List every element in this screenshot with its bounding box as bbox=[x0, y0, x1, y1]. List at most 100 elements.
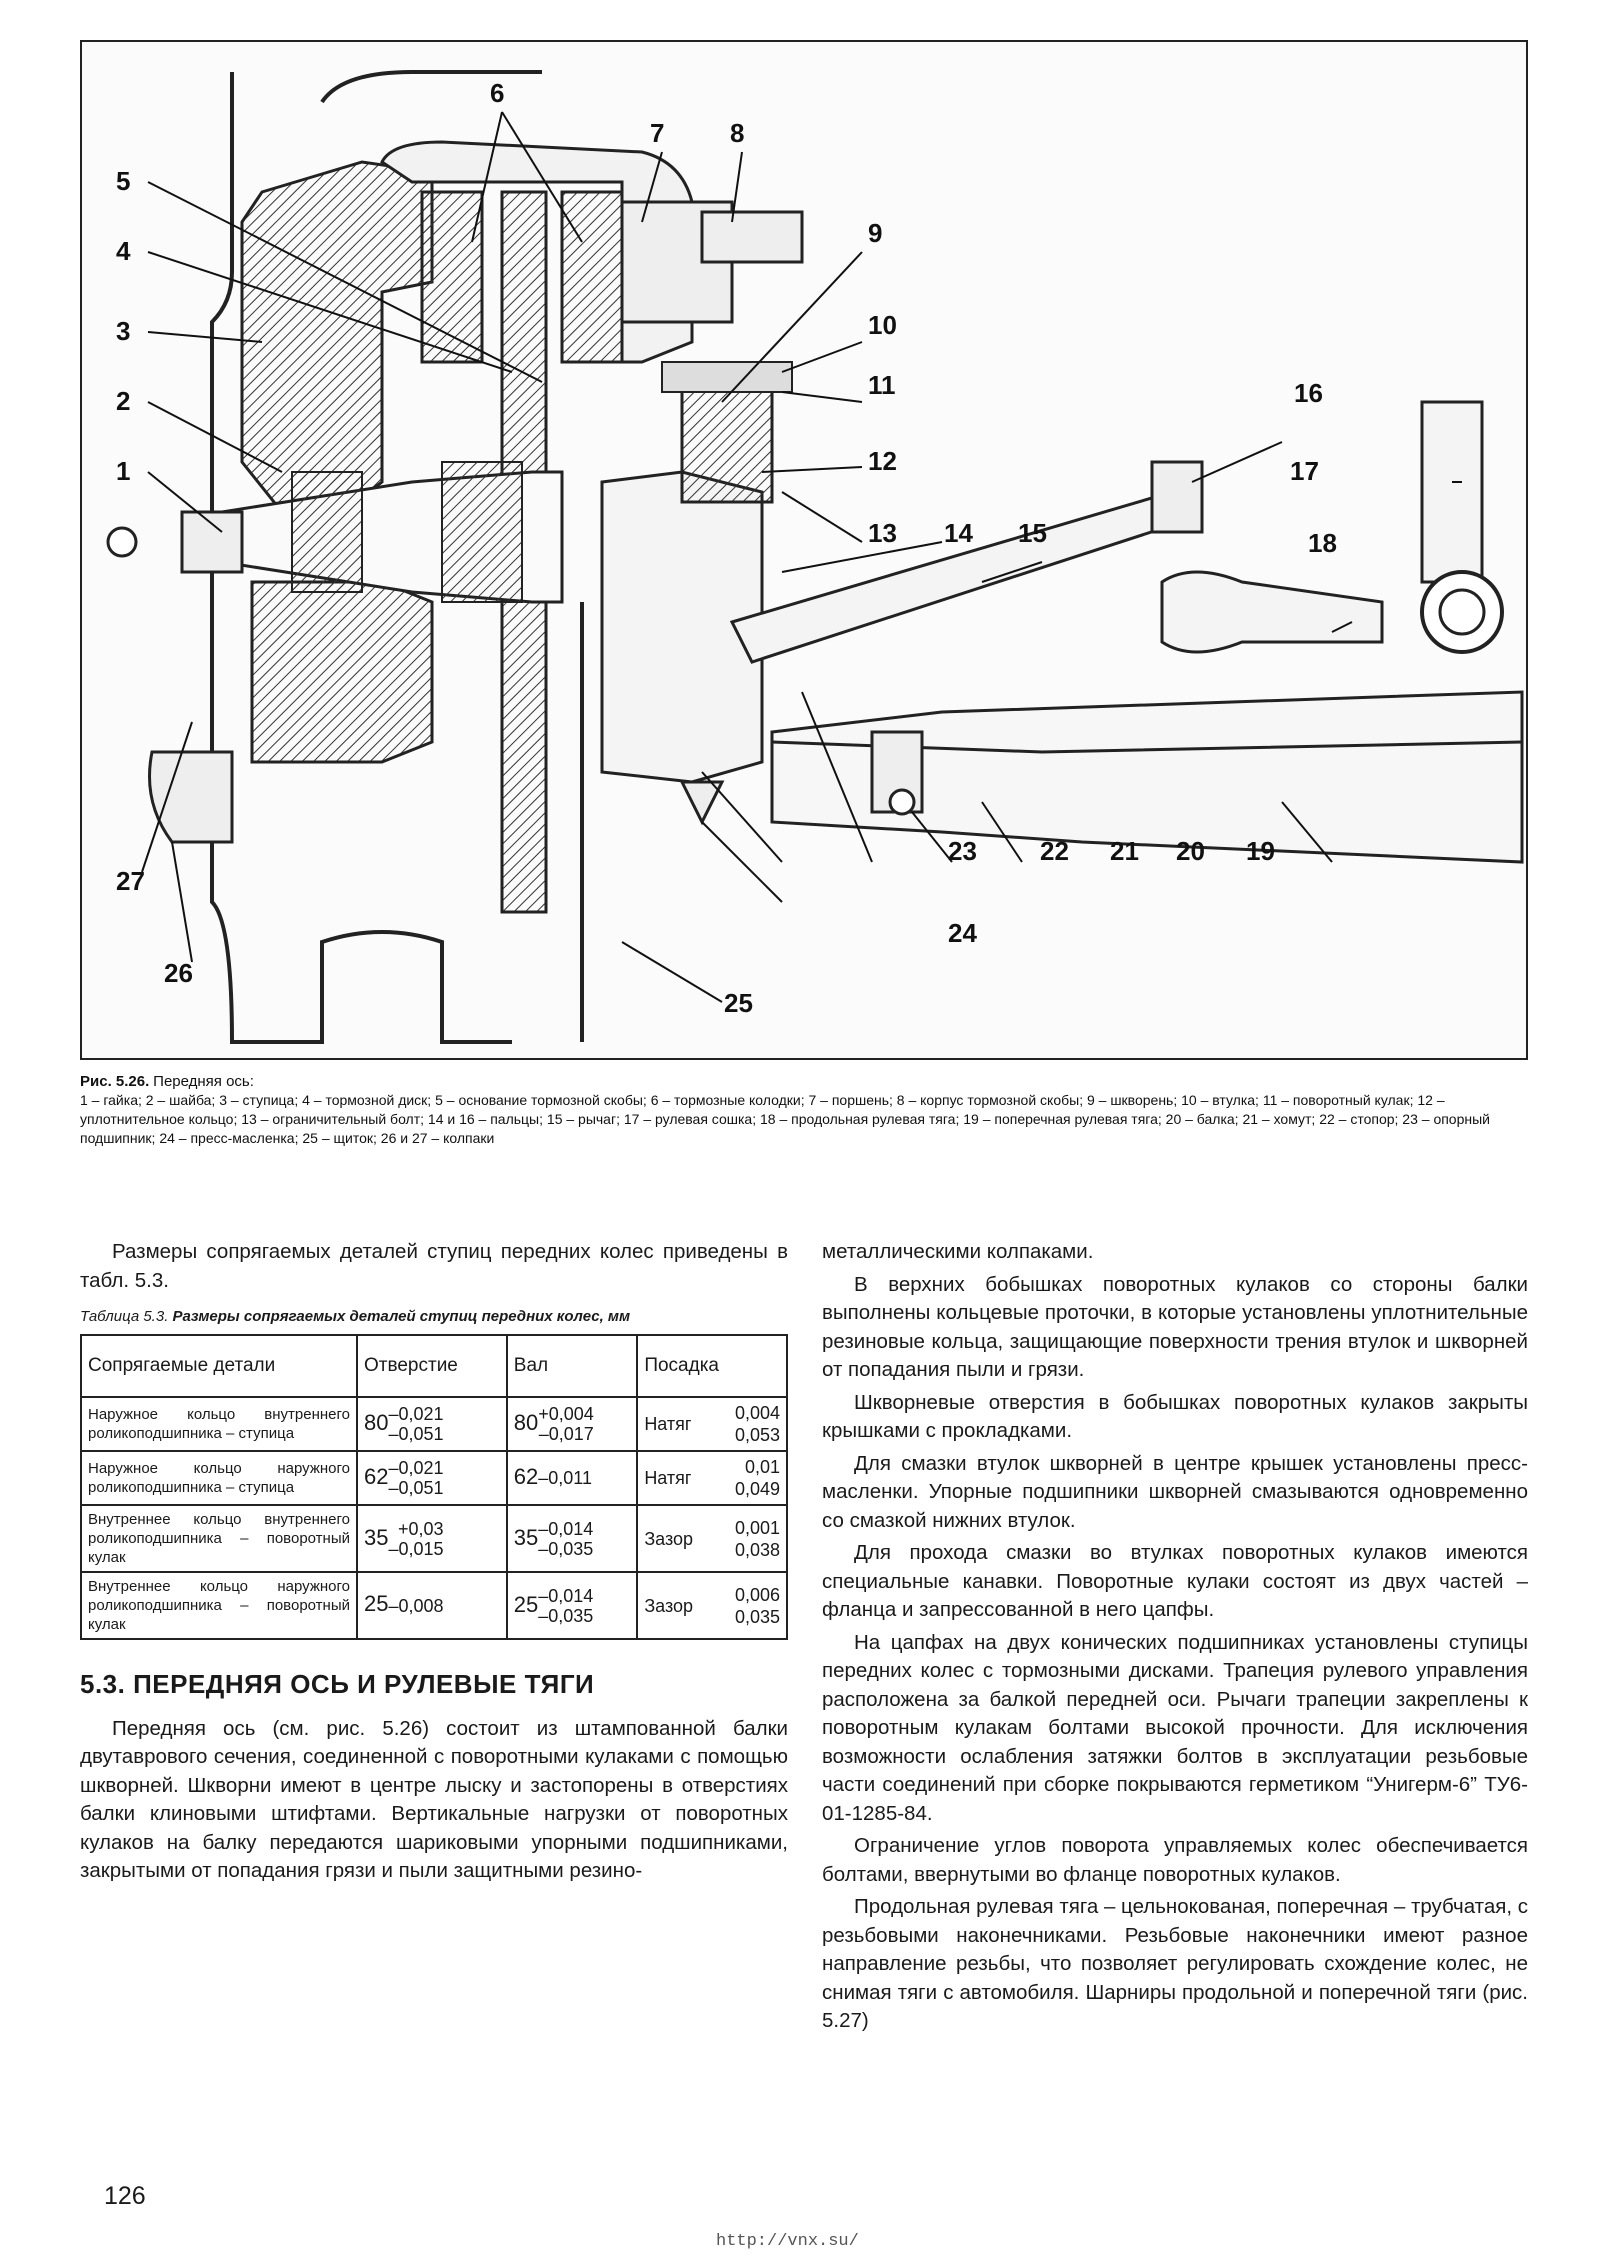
cell-shaft-tolerance: –0,014–0,035 bbox=[538, 1519, 593, 1559]
table-row: Внутреннее кольцо внутреннего роликоподш… bbox=[80, 1504, 788, 1573]
callout-23: 23 bbox=[948, 836, 977, 866]
figure-legend: 1 – гайка; 2 – шайба; 3 – ступица; 4 – т… bbox=[80, 1092, 1490, 1146]
cell-hole-nominal: 62 bbox=[364, 1463, 389, 1489]
drag-link bbox=[1160, 570, 1384, 654]
header-fit: Посадка bbox=[636, 1334, 788, 1398]
callout-19: 19 bbox=[1246, 836, 1275, 866]
cell-shaft-nominal: 25 bbox=[513, 1591, 539, 1617]
cell-hole: 35+0,03–0,015 bbox=[356, 1504, 508, 1573]
cell-hole-upper: +0,03 bbox=[398, 1518, 444, 1539]
cell-shaft-lower: –0,035 bbox=[538, 1538, 594, 1559]
cell-shaft: 25–0,014–0,035 bbox=[505, 1571, 639, 1640]
callout-26: 26 bbox=[164, 958, 193, 988]
callout-18: 18 bbox=[1308, 528, 1337, 558]
paragraph-3: Шкворневые отверстия в бобышках поворотн… bbox=[822, 1390, 1528, 1443]
cell-shaft-lower: –0,035 bbox=[538, 1605, 594, 1626]
callout-22: 22 bbox=[1040, 836, 1069, 866]
cell-shaft-nominal: 62 bbox=[513, 1463, 539, 1489]
pitman-arm bbox=[1420, 400, 1484, 584]
header-parts: Сопрягаемые детали bbox=[80, 1334, 358, 1398]
cell-shaft: 35–0,014–0,035 bbox=[505, 1504, 639, 1573]
cell-shaft-upper: –0,014 bbox=[538, 1585, 594, 1606]
callout-27: 27 bbox=[116, 866, 145, 896]
table-caption: Таблица 5.3. Размеры сопрягаемых деталей… bbox=[80, 1307, 788, 1326]
dimensions-table: Сопрягаемые детали Отверстие Вал Посадка… bbox=[80, 1334, 788, 1640]
header-shaft: Вал bbox=[505, 1334, 639, 1398]
table-body: Наружное кольцо внутреннего роликоподшип… bbox=[80, 1396, 788, 1640]
callout-6: 6 bbox=[490, 78, 504, 108]
cell-shaft: 80+0,004–0,017 bbox=[505, 1396, 639, 1452]
cap-26 bbox=[148, 750, 234, 844]
cell-part: Внутреннее кольцо внутреннего роликоподш… bbox=[80, 1504, 358, 1573]
cell-hole-nominal: 25 bbox=[364, 1591, 389, 1617]
bearing-outer bbox=[291, 471, 363, 593]
cell-shaft-tolerance: +0,004–0,017 bbox=[538, 1404, 594, 1444]
fit-max: 0,035 bbox=[734, 1606, 780, 1627]
fit-min: 0,006 bbox=[734, 1584, 780, 1605]
callout-24: 24 bbox=[948, 918, 977, 948]
cell-shaft: 62–0,011 bbox=[505, 1450, 639, 1506]
right-column: металлическими колпаками. В верхних бобы… bbox=[822, 1238, 1528, 2040]
cell-hole-tolerance: +0,03–0,015 bbox=[388, 1519, 443, 1559]
table-header-row: Сопрягаемые детали Отверстие Вал Посадка bbox=[80, 1334, 788, 1398]
kingpin bbox=[680, 370, 774, 504]
ball-stud-16 bbox=[1150, 460, 1204, 534]
paragraph-1: металлическими колпаками. bbox=[822, 1240, 1094, 1263]
callout-5: 5 bbox=[116, 166, 130, 196]
brake-pad-outer bbox=[420, 190, 484, 364]
cell-hole-lower: –0,015 bbox=[388, 1538, 444, 1559]
callout-11: 11 bbox=[868, 370, 896, 400]
callout-2: 2 bbox=[116, 386, 130, 416]
callout-15: 15 bbox=[1018, 518, 1047, 548]
cell-shaft-tolerance: –0,011 bbox=[538, 1468, 592, 1488]
cell-part: Внутреннее кольцо наружного роликоподшип… bbox=[80, 1571, 358, 1640]
footer-url: http://vnx.su/ bbox=[716, 2232, 859, 2251]
page-number: 126 bbox=[104, 2182, 146, 2210]
fit-type: Зазор bbox=[644, 1595, 694, 1616]
cell-hole-lower: –0,051 bbox=[388, 1478, 444, 1498]
paragraph-5: Для прохода смазки во втулках поворотных… bbox=[822, 1541, 1528, 1621]
wheel-rim bbox=[210, 72, 512, 1044]
table-number: Таблица 5.3. bbox=[80, 1308, 169, 1325]
section-paragraph: Передняя ось (см. рис. 5.26) состоит из … bbox=[80, 1716, 788, 1883]
cell-part: Наружное кольцо внутреннего роликоподшип… bbox=[80, 1396, 358, 1452]
header-hole: Отверстие bbox=[356, 1334, 508, 1398]
fit-max: 0,038 bbox=[734, 1539, 780, 1560]
cell-hole-tolerance: –0,021–0,051 bbox=[388, 1458, 443, 1498]
fit-min: 0,004 bbox=[734, 1403, 780, 1423]
fit-max: 0,049 bbox=[734, 1479, 780, 1499]
paragraph-8: Продольная рулевая тяга – цельнокованая,… bbox=[822, 1895, 1528, 2032]
callout-7: 7 bbox=[650, 118, 664, 148]
cell-shaft-upper: –0,014 bbox=[538, 1518, 594, 1539]
cell-hole: 80–0,021–0,051 bbox=[356, 1396, 508, 1452]
fit-type: Натяг bbox=[644, 1414, 692, 1434]
cell-hole-nominal: 35 bbox=[364, 1524, 389, 1550]
cell-hole-nominal: 80 bbox=[364, 1409, 389, 1435]
front-axle-drawing: 1 2 3 4 5 6 7 8 9 10 11 12 13 14 15 16 1… bbox=[106, 70, 1524, 1044]
table-intro: Размеры сопрягаемых деталей ступиц перед… bbox=[80, 1240, 788, 1292]
caliper-fitting bbox=[700, 210, 804, 264]
fit-min: 0,001 bbox=[734, 1517, 780, 1538]
callout-1: 1 bbox=[116, 456, 130, 486]
left-column: Размеры сопрягаемых деталей ступиц перед… bbox=[80, 1238, 788, 1890]
table-row: Внутреннее кольцо наружного роликоподшип… bbox=[80, 1571, 788, 1640]
cell-part: Наружное кольцо наружного роликоподшипни… bbox=[80, 1450, 358, 1506]
callout-25: 25 bbox=[724, 988, 753, 1018]
fit-type: Зазор bbox=[644, 1528, 694, 1549]
paragraph-4: Для смазки втулок шкворней в центре крыш… bbox=[822, 1451, 1528, 1532]
cell-shaft-nominal: 80 bbox=[513, 1409, 539, 1435]
cell-hole-lower: –0,051 bbox=[388, 1424, 444, 1444]
callout-13: 13 bbox=[868, 518, 897, 548]
figure-front-axle: 1 2 3 4 5 6 7 8 9 10 11 12 13 14 15 16 1… bbox=[80, 40, 1528, 1060]
paragraph-2: В верхних бобышках поворотных кулаков со… bbox=[822, 1272, 1528, 1382]
axle-beam bbox=[770, 690, 1524, 864]
table-title: Размеры сопрягаемых деталей ступиц перед… bbox=[172, 1308, 631, 1325]
cell-hole: 62–0,021–0,051 bbox=[356, 1450, 508, 1506]
cell-hole-tolerance: –0,021–0,051 bbox=[388, 1404, 443, 1444]
